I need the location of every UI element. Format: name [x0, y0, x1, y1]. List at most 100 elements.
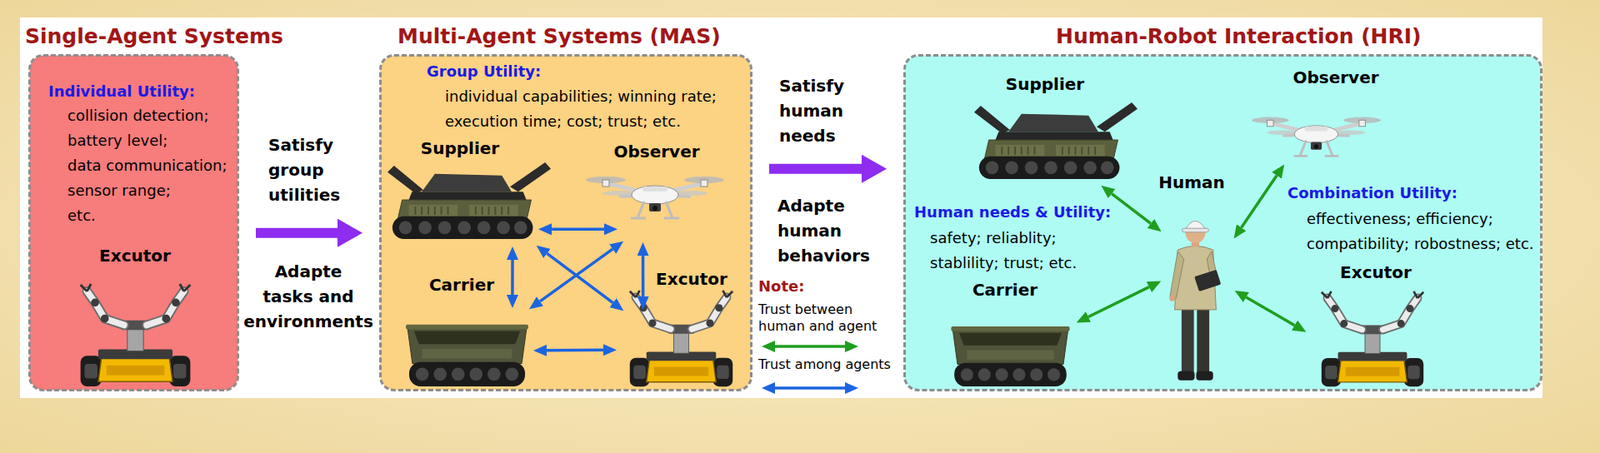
system-panel: ExcutorSingle-Agent SystemsIndividual Ut…: [28, 54, 240, 392]
system-title-wrap: Single-Agent Systems: [25, 24, 284, 50]
text-line: needs: [779, 123, 845, 149]
utility-list: individual capabilities; winning rate; e…: [445, 84, 717, 135]
system-title-wrap: Multi-Agent Systems (MAS): [397, 24, 721, 50]
panel-fill: [30, 55, 239, 391]
text-line: human: [779, 98, 845, 124]
agent-label: Excutor: [99, 245, 171, 266]
text-line: battery level;: [67, 128, 228, 154]
supplier-vehicle: [974, 102, 1138, 180]
utility-list-wrap: effectiveness; efficiency; compatibility…: [1306, 206, 1535, 257]
system-title: Multi-Agent Systems (MAS): [397, 24, 721, 50]
transition-label-wrap: Satisfy human needs: [779, 73, 845, 149]
legend-text-wrap: Trust among agents: [758, 356, 891, 374]
legend-arrow: [775, 345, 845, 349]
agent-label-wrap: Excutor: [99, 245, 171, 266]
system-title: Single-Agent Systems: [25, 24, 284, 50]
text-line: stablility; trust; etc.: [930, 250, 1077, 276]
trust-arrow: [540, 249, 613, 302]
agent-label: Excutor: [655, 269, 728, 290]
text-line: behaviors: [777, 243, 870, 269]
agent-node: Carrier: [951, 316, 1075, 391]
agent-label-wrap: Excutor: [655, 269, 728, 290]
system-panel: SupplierObserverCarrierExcutorMulti-Agen…: [379, 54, 753, 392]
trust-arrow: [1088, 287, 1150, 318]
executor-robot: [630, 290, 733, 387]
text-line: utilities: [268, 182, 340, 208]
transition-label-wrap: Satisfy group utilities: [268, 132, 340, 208]
text-line: execution time; cost; trust; etc.: [445, 109, 717, 135]
text-line: Adapte: [777, 193, 870, 219]
utility-list-wrap: collision detection; battery level; data…: [67, 103, 228, 229]
carrier-vehicle: [950, 326, 1070, 387]
text-line: Trust between: [758, 301, 877, 319]
text-line: human: [777, 218, 870, 244]
text-line: safety; reliablity;: [930, 225, 1077, 251]
legend-text: Trust among agents: [758, 356, 891, 374]
trust-arrow: [551, 228, 605, 232]
supplier-vehicle: [387, 162, 551, 240]
carrier-vehicle: [405, 325, 529, 387]
legend-arrow: [775, 386, 845, 390]
text-line: Satisfy: [779, 73, 845, 99]
observer-drone: [585, 176, 725, 219]
transition-label-wrap: Adapte human behaviors: [777, 193, 870, 269]
system-panel: SupplierObserverHumanCarrierExcutorHuman…: [903, 54, 1543, 392]
utility-list-wrap: individual capabilities; winning rate; e…: [445, 84, 717, 135]
panel-fill: [905, 55, 1542, 391]
transition-arrow: [769, 164, 862, 175]
edge-layer: [255, 169, 1295, 351]
utility-heading: Individual Utility:: [48, 81, 195, 102]
text-line: etc.: [67, 203, 228, 229]
note-label-wrap: Note:: [758, 277, 805, 296]
system-title: Human-Robot Interaction (HRI): [1055, 24, 1422, 50]
agent-node: Supplier: [390, 162, 536, 245]
transition-label: Adapte human behaviors: [777, 193, 870, 269]
agent-label-wrap: Carrier: [972, 280, 1038, 300]
transition-label: Satisfy group utilities: [268, 132, 340, 208]
agent-node: Excutor: [619, 312, 749, 391]
observer-drone: [1251, 117, 1381, 157]
text-line: group: [268, 157, 340, 183]
agent-label-wrap: Supplier: [420, 138, 500, 159]
utility-heading: Human needs & Utility:: [914, 202, 1111, 223]
agent-label: Human: [1158, 172, 1225, 193]
trust-arrow: [641, 255, 645, 297]
agent-label-wrap: Human: [1158, 172, 1225, 193]
legend-text: Trust between human and agent: [758, 301, 877, 335]
utility-heading: Combination Utility:: [1287, 183, 1458, 204]
utility-heading-wrap: Individual Utility:: [48, 81, 195, 102]
text-line: collision detection;: [67, 103, 228, 129]
legend-sample: [758, 381, 862, 395]
legend-text-wrap: Trust between human and agent: [758, 301, 877, 335]
system-title-wrap: Human-Robot Interaction (HRI): [1055, 24, 1422, 50]
transition-arrow: [255, 228, 338, 239]
trust-arrow: [510, 260, 515, 295]
agent-node: Observer: [1252, 99, 1385, 163]
text-line: individual capabilities; winning rate;: [445, 84, 717, 110]
utility-list-wrap: safety; reliablity; stablility; trust; e…: [930, 225, 1077, 276]
agent-node: Observer: [620, 169, 730, 240]
trust-arrow: [546, 349, 604, 353]
agent-label-wrap: Observer: [1292, 67, 1379, 88]
panel-fill: [380, 55, 752, 391]
agent-label: Observer: [613, 141, 700, 162]
agent-node: Carrier: [408, 310, 531, 391]
transition-label: Satisfy human needs: [779, 73, 845, 149]
trust-arrow: [1241, 175, 1277, 229]
agent-label-wrap: Carrier: [429, 275, 495, 295]
agent-label-wrap: Excutor: [1340, 262, 1412, 283]
utility-heading-wrap: Combination Utility:: [1287, 183, 1458, 204]
utility-list: collision detection; battery level; data…: [67, 103, 228, 229]
text-line: human and agent: [758, 318, 877, 335]
agent-label: Supplier: [1005, 74, 1085, 95]
trust-arrow: [1245, 297, 1295, 326]
agent-label: Observer: [1292, 67, 1379, 88]
agent-label: Carrier: [429, 275, 495, 295]
text-line: compatibility; robostness; etc.: [1306, 231, 1535, 257]
executor-robot: [1321, 291, 1424, 387]
agent-label: Excutor: [1340, 262, 1412, 283]
agent-label-wrap: Supplier: [1005, 74, 1085, 95]
trust-arrow: [1111, 194, 1151, 225]
utility-heading-wrap: Human needs & Utility:: [914, 202, 1111, 223]
